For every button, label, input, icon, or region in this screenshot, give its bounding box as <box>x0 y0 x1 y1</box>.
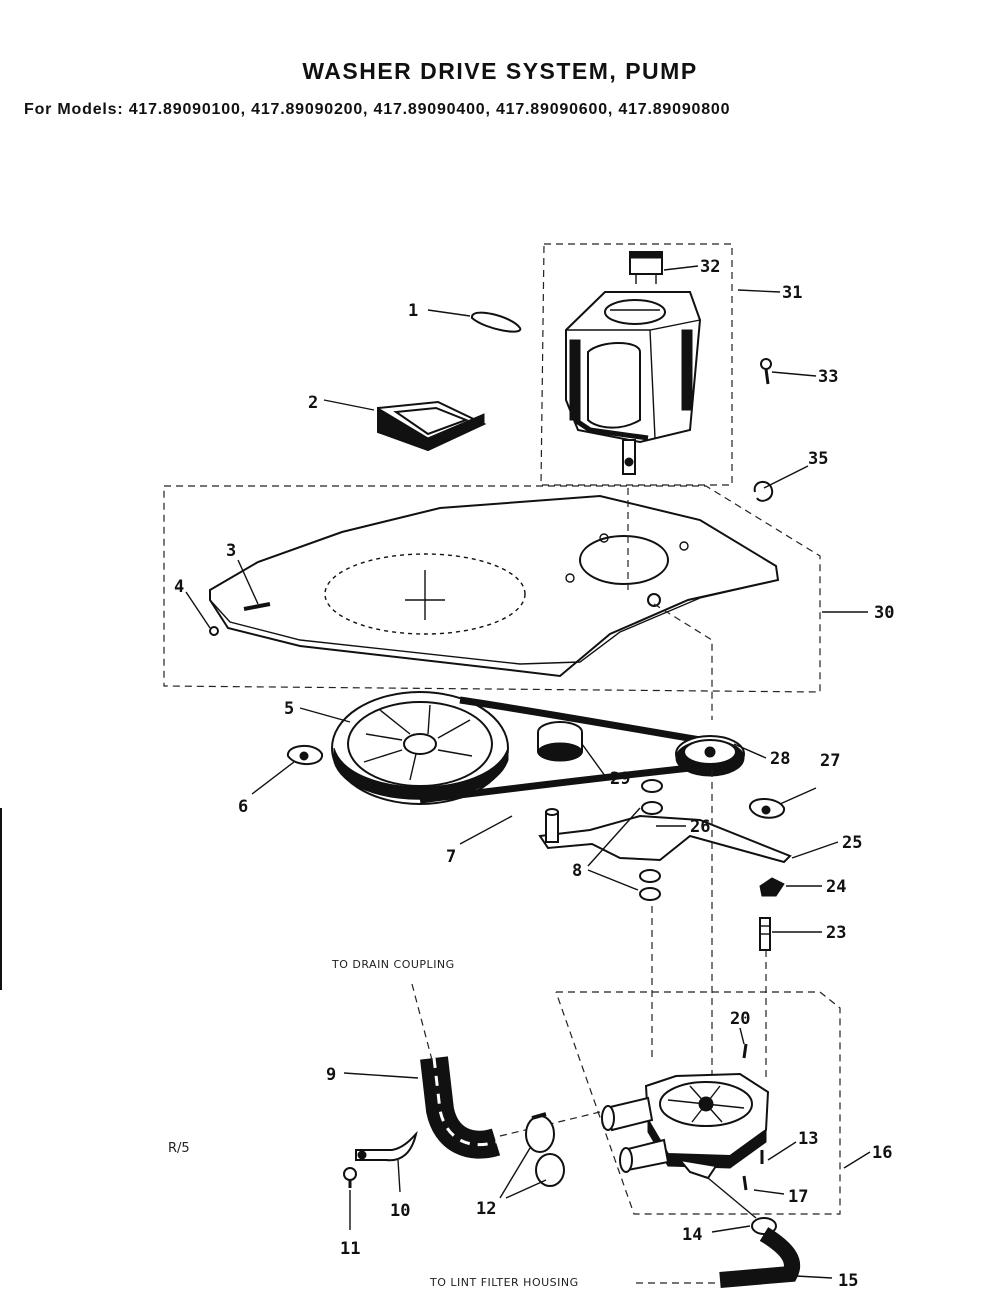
callout-30: 30 <box>874 603 894 623</box>
pump-group-box <box>555 991 841 1215</box>
part-12-clamps <box>525 1112 565 1187</box>
callout-26: 26 <box>690 817 710 837</box>
leader-lines <box>185 265 871 1279</box>
callout-20: 20 <box>730 1009 750 1029</box>
callout-11: 11 <box>340 1239 360 1259</box>
part-15-hose <box>719 1227 801 1288</box>
drain-coupling-note: TO DRAIN COUPLING <box>331 958 455 971</box>
part-4-nut <box>209 626 219 636</box>
callout-5: 5 <box>284 699 294 719</box>
part-6-washer <box>287 745 323 765</box>
callout-10: 10 <box>390 1201 410 1221</box>
callout-1: 1 <box>408 301 418 321</box>
models-line: For Models: 417.89090100, 417.89090200, … <box>24 101 731 118</box>
callout-6: 6 <box>238 797 248 817</box>
callout-17: 17 <box>788 1187 808 1207</box>
part-5-drive-pulley <box>331 691 509 805</box>
part-32-capacitor <box>629 251 663 284</box>
callout-23: 23 <box>826 923 846 943</box>
callout-9: 9 <box>326 1065 336 1085</box>
part-2-pad <box>377 400 487 452</box>
part-11-screw <box>343 1167 357 1188</box>
align-line-2 <box>653 603 713 720</box>
page-mark: R/5 <box>168 1141 190 1156</box>
part-31-motor <box>565 291 702 475</box>
motor-group-box <box>540 243 733 486</box>
hose-15-lead <box>707 1177 757 1219</box>
part-16-pump <box>601 1072 770 1180</box>
callout-3: 3 <box>226 541 236 561</box>
callout-14: 14 <box>682 1225 702 1245</box>
callout-13: 13 <box>798 1129 818 1149</box>
callout-16: 16 <box>872 1143 892 1163</box>
callout-12: 12 <box>476 1199 496 1219</box>
callout-2: 2 <box>308 393 318 413</box>
part-25-idler-bracket <box>538 808 792 864</box>
callout-29: 29 <box>610 769 630 789</box>
part-10-strap <box>355 1130 418 1162</box>
lint-filter-note: TO LINT FILTER HOUSING <box>429 1276 579 1289</box>
part-3-bolt <box>243 602 271 611</box>
part-29-idler <box>537 721 583 762</box>
part-9-drain-hose <box>420 1056 501 1159</box>
part-28-motor-pulley <box>675 735 745 777</box>
part-27-washer <box>749 798 785 819</box>
callout-8: 8 <box>572 861 582 881</box>
callout-7: 7 <box>446 847 456 867</box>
callout-35: 35 <box>808 449 828 469</box>
callout-25: 25 <box>842 833 862 853</box>
part-30-base-plate <box>209 494 780 678</box>
callout-32: 32 <box>700 257 720 277</box>
part-33-screw <box>760 358 772 385</box>
callout-4: 4 <box>174 577 184 597</box>
part-24-clip <box>759 877 785 897</box>
callout-28: 28 <box>770 749 790 769</box>
callout-24: 24 <box>826 877 846 897</box>
callout-31: 31 <box>782 283 802 303</box>
callout-27: 27 <box>820 751 840 771</box>
part-8-washers <box>639 779 663 901</box>
part-23-bolt <box>759 917 771 951</box>
part-7-belt <box>419 696 701 804</box>
diagram-title: WASHER DRIVE SYSTEM, PUMP <box>302 58 698 84</box>
callout-33: 33 <box>818 367 838 387</box>
part-20-screw <box>742 1043 748 1059</box>
part-17-screw <box>742 1175 748 1191</box>
drain-hose-lead <box>411 983 433 1061</box>
part-1-ring <box>471 311 522 333</box>
base-group-box <box>163 485 821 693</box>
callout-15: 15 <box>838 1271 858 1291</box>
